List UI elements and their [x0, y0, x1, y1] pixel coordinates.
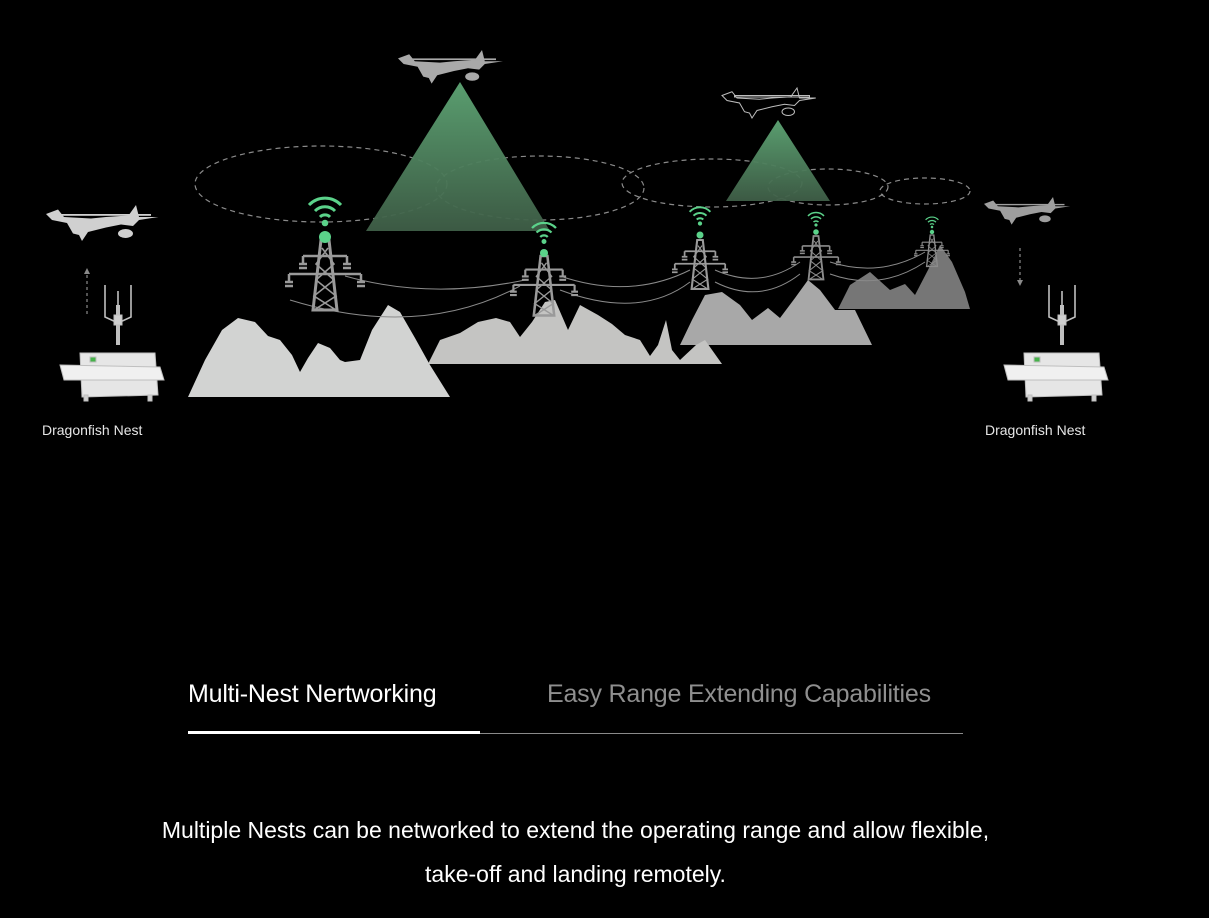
description-line-2: take-off and landing remotely. [425, 861, 726, 887]
mountain-icon [680, 280, 872, 345]
network-illustration [46, 50, 1110, 403]
description-line-1: Multiple Nests can be networked to exten… [161, 817, 990, 843]
wifi-signal-icon [688, 206, 712, 227]
takeoff-arrow-icon [84, 268, 90, 314]
transmission-tower-icon [283, 238, 367, 312]
nest-icon [1002, 283, 1110, 403]
coverage-ring [767, 168, 889, 206]
landing-arrow-icon [1017, 248, 1023, 286]
wifi-signal-icon [807, 211, 825, 228]
mountain-icon [838, 245, 970, 309]
active-tab-indicator [188, 731, 480, 734]
nest-label-right: Dragonfish Nest [985, 422, 1086, 438]
nest-icon [58, 283, 166, 403]
coverage-ring [879, 177, 971, 205]
coverage-cone-icon [726, 120, 830, 201]
wifi-signal-icon [924, 216, 940, 229]
coverage-cone-icon [366, 82, 550, 231]
tab-track [188, 733, 963, 734]
signal-node-icon [929, 229, 935, 235]
transmission-tower-icon [670, 238, 730, 291]
signal-node-icon [813, 229, 819, 235]
mountain-icon [428, 300, 722, 364]
drone-icon [984, 197, 1071, 225]
tab-multi-nest-networking[interactable]: Multi-Nest Nertworking [188, 680, 437, 708]
signal-node-icon [696, 231, 704, 239]
drone-icon [721, 87, 817, 119]
feature-tabs: Multi-Nest Nertworking Easy Range Extend… [188, 680, 963, 735]
signal-node-icon [540, 249, 548, 257]
nest-label-left: Dragonfish Nest [42, 422, 143, 438]
feature-description: Multiple Nests can be networked to exten… [0, 808, 1151, 896]
mountain-icon [188, 305, 450, 397]
coverage-rings [194, 145, 971, 223]
transmission-tower-icon [790, 235, 842, 281]
signal-node-icon [319, 231, 331, 243]
drone-icon [398, 50, 503, 84]
drone-icon [46, 205, 159, 241]
tab-easy-range-extending[interactable]: Easy Range Extending Capabilities [547, 680, 931, 708]
